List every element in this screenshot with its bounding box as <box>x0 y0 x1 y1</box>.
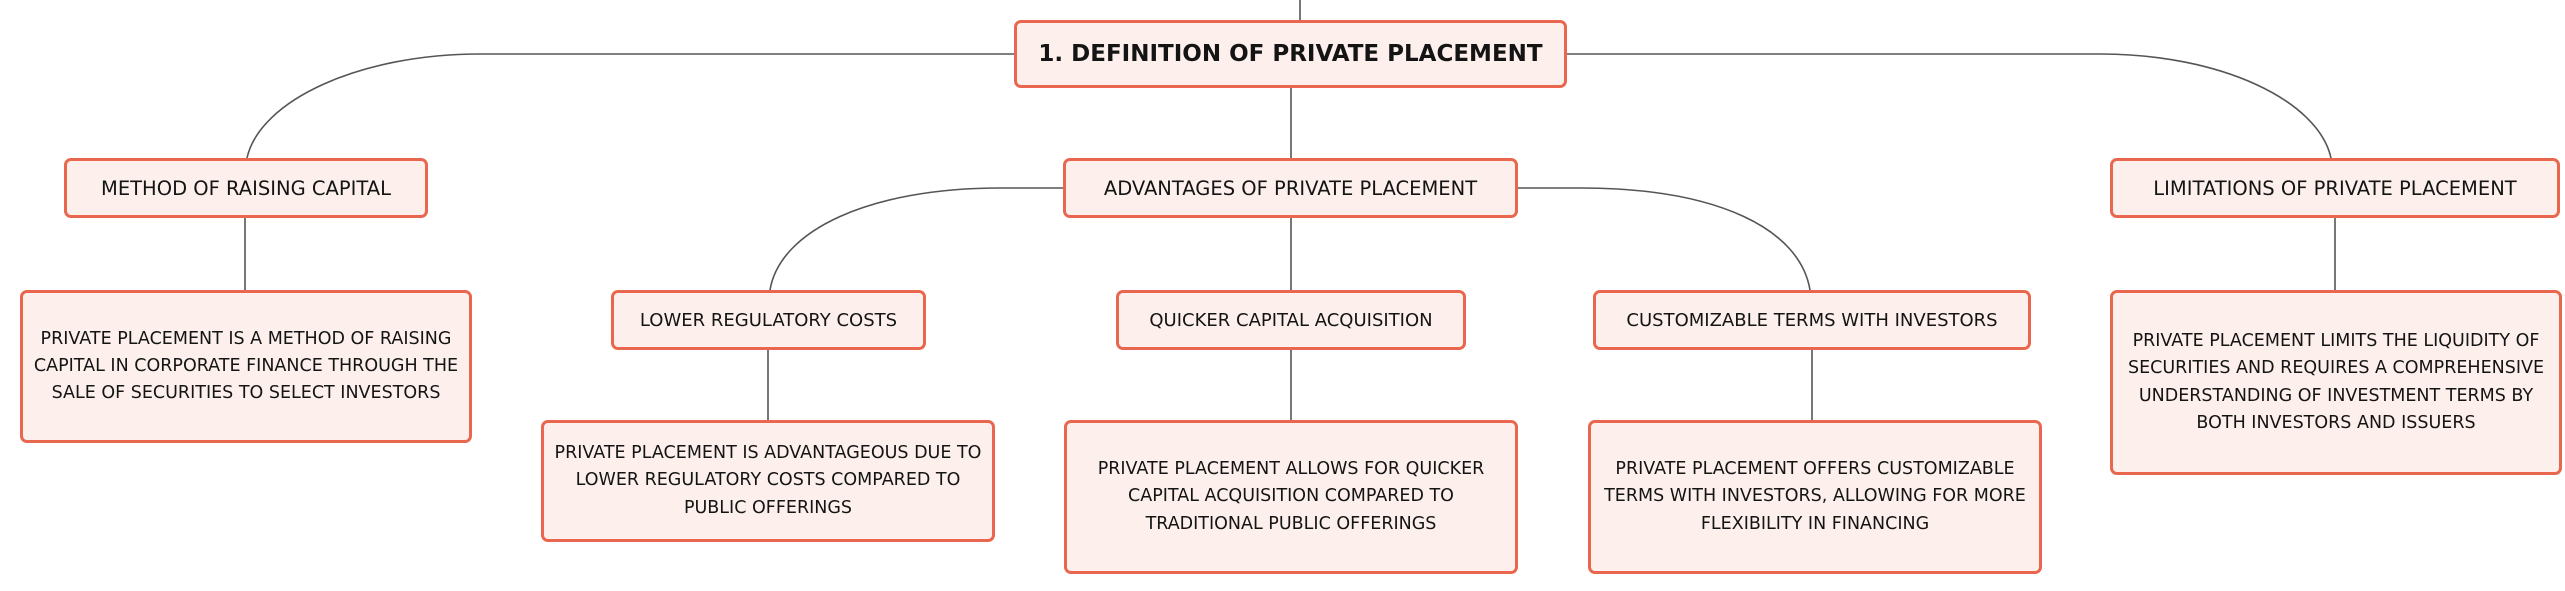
root-node-label: 1. DEFINITION OF PRIVATE PLACEMENT <box>1038 41 1543 67</box>
limitations-detail-text: PRIVATE PLACEMENT LIMITS THE LIQUIDITY O… <box>2127 331 2545 433</box>
root-node[interactable]: 1. DEFINITION OF PRIVATE PLACEMENT <box>1014 20 1567 88</box>
connector-root-limitations <box>1567 53 2332 159</box>
customizable-terms-node-label: CUSTOMIZABLE TERMS WITH INVESTORS <box>1626 309 1998 331</box>
method-node[interactable]: METHOD OF RAISING CAPITAL <box>64 158 428 218</box>
limitations-node[interactable]: LIMITATIONS OF PRIVATE PLACEMENT <box>2110 158 2560 218</box>
lower-costs-detail-node[interactable]: PRIVATE PLACEMENT IS ADVANTAGEOUS DUE TO… <box>541 420 995 542</box>
method-detail-node[interactable]: PRIVATE PLACEMENT IS A METHOD OF RAISING… <box>20 290 472 443</box>
quicker-acquisition-node-label: QUICKER CAPITAL ACQUISITION <box>1149 309 1433 331</box>
lower-costs-detail-text: PRIVATE PLACEMENT IS ADVANTAGEOUS DUE TO… <box>554 443 982 518</box>
connector-advantages-customizable <box>1518 187 1811 291</box>
connector-advantages-lower-costs <box>769 187 1063 291</box>
customizable-terms-detail-text: PRIVATE PLACEMENT OFFERS CUSTOMIZABLE TE… <box>1604 459 2026 534</box>
connector-root-method <box>246 53 1014 159</box>
limitations-detail-node[interactable]: PRIVATE PLACEMENT LIMITS THE LIQUIDITY O… <box>2110 290 2562 475</box>
lower-costs-node[interactable]: LOWER REGULATORY COSTS <box>611 290 926 350</box>
customizable-terms-node[interactable]: CUSTOMIZABLE TERMS WITH INVESTORS <box>1593 290 2031 350</box>
lower-costs-node-label: LOWER REGULATORY COSTS <box>639 309 898 331</box>
method-detail-text: PRIVATE PLACEMENT IS A METHOD OF RAISING… <box>33 328 459 404</box>
method-node-label: METHOD OF RAISING CAPITAL <box>101 176 391 200</box>
quicker-acquisition-detail-node[interactable]: PRIVATE PLACEMENT ALLOWS FOR QUICKER CAP… <box>1064 420 1518 574</box>
customizable-terms-detail-node[interactable]: PRIVATE PLACEMENT OFFERS CUSTOMIZABLE TE… <box>1588 420 2042 574</box>
advantages-node-label: ADVANTAGES OF PRIVATE PLACEMENT <box>1103 176 1478 200</box>
quicker-acquisition-detail-text: PRIVATE PLACEMENT ALLOWS FOR QUICKER CAP… <box>1097 459 1485 534</box>
quicker-acquisition-node[interactable]: QUICKER CAPITAL ACQUISITION <box>1116 290 1466 350</box>
limitations-node-label: LIMITATIONS OF PRIVATE PLACEMENT <box>2153 176 2517 200</box>
advantages-node[interactable]: ADVANTAGES OF PRIVATE PLACEMENT <box>1063 158 1518 218</box>
